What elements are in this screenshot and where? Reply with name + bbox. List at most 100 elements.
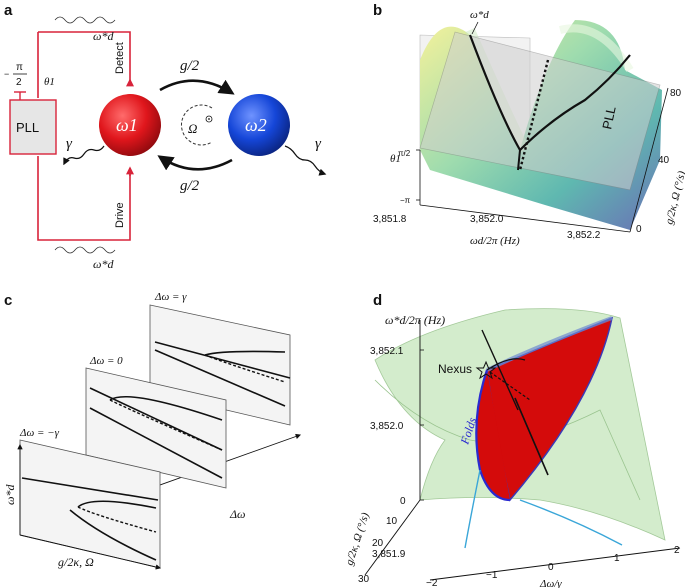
phase-sign: − <box>4 69 9 79</box>
coupling-arrow-top <box>159 79 235 95</box>
depth-axis-label: Δω <box>229 507 246 521</box>
d-x-tick-0: −2 <box>426 578 438 588</box>
panel-label-c: c <box>4 292 13 309</box>
omega1-label: ω1 <box>116 115 138 135</box>
slice-2-panel <box>85 367 227 489</box>
gamma-right-label: γ <box>315 136 322 152</box>
omega-d-leader <box>471 21 479 35</box>
slice-2-label: Δω = 0 <box>89 355 123 367</box>
z-tick-b-0: 80 <box>670 88 682 99</box>
detect-label: Detect <box>114 42 126 74</box>
d-x-tick-3: 1 <box>614 553 620 564</box>
x-tick-b-2: 3,852.2 <box>567 230 601 241</box>
slice-3-upper-branch <box>154 341 291 379</box>
panel-label-b: b <box>373 2 383 19</box>
d-z-axis <box>364 499 421 576</box>
omega-d-top-label: ω*d <box>93 29 114 43</box>
z-axis-label-b: g/2κ, Ω (°/s) <box>663 170 685 226</box>
coupling-label-top: g/2 <box>180 58 200 74</box>
loss-arrow-right <box>284 145 327 176</box>
feedback-loop-wire <box>37 32 131 241</box>
theta-label: θ1 <box>44 76 55 88</box>
d-y-tick-label-0: 3,852.1 <box>370 346 404 357</box>
z-tick-b-1: 40 <box>658 155 670 166</box>
slice-1-stable-branch <box>77 500 157 509</box>
slice-3-label: Δω = γ <box>154 291 187 303</box>
surface-ridge-right <box>559 24 634 73</box>
resonator-2 <box>228 94 290 156</box>
phase-locked-curve <box>468 34 631 152</box>
phase-denominator: 2 <box>16 77 22 88</box>
omega2-label: ω2 <box>245 115 267 135</box>
pll-label: PLL <box>16 120 39 135</box>
slice-2-lower-branch <box>89 407 223 479</box>
d-z-axis-label: g/2κ, Ω (°/s) <box>343 511 371 567</box>
slice-dashed <box>489 371 531 401</box>
slice-1-lower-branch <box>69 509 157 561</box>
panel-label-d: d <box>373 292 383 309</box>
pll-plane-label: PLL <box>599 105 618 131</box>
omega-rotation-label: Ω <box>188 121 197 136</box>
slice-2-unstable-branch <box>109 399 223 451</box>
d-x-tick-2: 0 <box>548 562 554 573</box>
loss-arrow-left <box>63 145 105 166</box>
signal-wave-top <box>54 16 116 24</box>
nexus-label: Nexus <box>438 362 472 376</box>
slice-1-label: Δω = −γ <box>19 427 60 439</box>
coupling-label-bottom: g/2 <box>180 178 200 194</box>
theta-tick-0: π/2 <box>398 149 411 158</box>
d-y-tick-label-1: 3,852.0 <box>370 421 404 432</box>
x-tick-b-1: 3,852.0 <box>470 214 504 225</box>
fold-curve <box>475 369 511 502</box>
branch-join <box>517 149 521 171</box>
z-tick-b-2: 0 <box>636 224 642 235</box>
panel-c: Δω Δω = γ Δω = 0 Δω = −γ <box>3 291 302 570</box>
cusp-projection-right <box>519 499 623 546</box>
d-x-tick-1: −1 <box>486 570 498 581</box>
panel-b: ω*d PLL θ1 π/2 −π 3,851.8 3,852.0 3,852.… <box>373 9 685 247</box>
x-axis-b <box>419 204 631 233</box>
d-z-tick-1: 10 <box>386 516 398 527</box>
slice-1-upper-branch <box>21 477 159 501</box>
c-x-axis <box>19 534 162 570</box>
pll-plane <box>419 31 661 191</box>
d-z-tick-2: 20 <box>372 538 384 549</box>
c-x-axis-label: g/2κ, Ω <box>58 555 94 569</box>
rotation-axis-dot <box>208 118 210 120</box>
d-y-tick-label-2: 3,851.9 <box>372 549 406 560</box>
x-axis-label-b: ωd/2π (Hz) <box>470 235 520 247</box>
coupling-arrow-bottom <box>157 155 233 171</box>
drive-label: Drive <box>114 202 126 228</box>
d-y-axis-label: ω*d/2π (Hz) <box>385 313 445 327</box>
slice-3-stable-branch <box>204 350 286 356</box>
d-x-axis <box>429 547 681 581</box>
gamma-left-label: γ <box>66 136 73 152</box>
z-axis-b <box>629 87 669 233</box>
c-y-axis-label: ω*d <box>3 484 17 505</box>
panel-label-a: a <box>4 2 13 19</box>
phase-numerator: π <box>16 62 23 73</box>
d-z-tick-0: 0 <box>400 496 406 507</box>
cusp-projection-left <box>464 469 481 549</box>
d-x-tick-4: 2 <box>674 545 680 556</box>
slice-2-stable-branch <box>109 395 223 421</box>
d-z-tick-3: 30 <box>358 574 370 585</box>
x-tick-b-0: 3,851.8 <box>373 214 407 225</box>
theta-axis-label: θ1 <box>390 153 401 165</box>
panel-a: ω*d ω*d PLL − π 2 θ1 Detect Drive ω1 ω2 … <box>4 16 327 271</box>
slice-curve-2 <box>514 397 549 476</box>
d-x-axis-label: Δω/γ <box>539 578 562 588</box>
panel-d: Nexus Folds ω*d/2π (Hz) 3,852.1 3,852.0 … <box>343 308 681 588</box>
nexus-star-icon <box>475 360 497 380</box>
fold-top-edge <box>486 316 613 372</box>
omega-d-bottom-label: ω*d <box>93 257 114 271</box>
signal-wave-bottom <box>54 246 116 254</box>
rotation-arc <box>181 104 213 146</box>
unstable-branch <box>518 59 550 171</box>
pll-box <box>9 99 57 155</box>
rotation-axis-icon <box>205 115 213 123</box>
omega-d-marker-label: ω*d <box>470 9 489 21</box>
slice-3-lower-branch <box>154 349 286 407</box>
detect-wire <box>38 31 131 82</box>
